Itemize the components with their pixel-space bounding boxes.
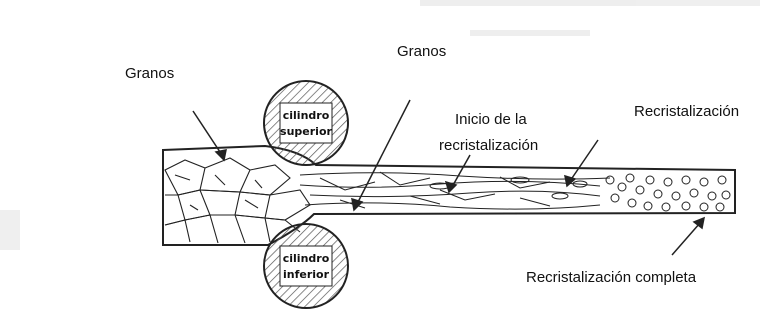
elongated-grains [299,171,611,210]
recrystallized-grains [605,173,731,212]
label-recristalizacion-completa: Recristalización completa [526,269,697,286]
background-texture [0,0,760,250]
arrow-granos-top [356,99,411,205]
label-inicio-line1: Inicio de la [455,111,527,128]
leader-lines [192,99,706,256]
arrow-recristalizacion [569,139,599,182]
lower-roller-label-1: cilindro [283,252,330,265]
lower-roller-label-2: inferior [283,268,330,281]
arrow-granos-left [192,110,223,156]
upper-roller-label-1: cilindro [283,109,330,122]
lower-roller: cilindro inferior [263,223,349,309]
label-granos-left: Granos [125,65,175,82]
label-inicio-line2: recristalización [439,137,539,154]
arrow-completa [671,222,701,256]
upper-roller-label-2: superior [280,125,332,138]
workpiece-outline [162,144,736,246]
label-recristalizacion: Recristalización [634,103,740,120]
arrow-inicio [451,154,471,188]
upper-roller: cilindro superior [263,80,349,166]
label-granos-top: Granos [397,43,447,60]
